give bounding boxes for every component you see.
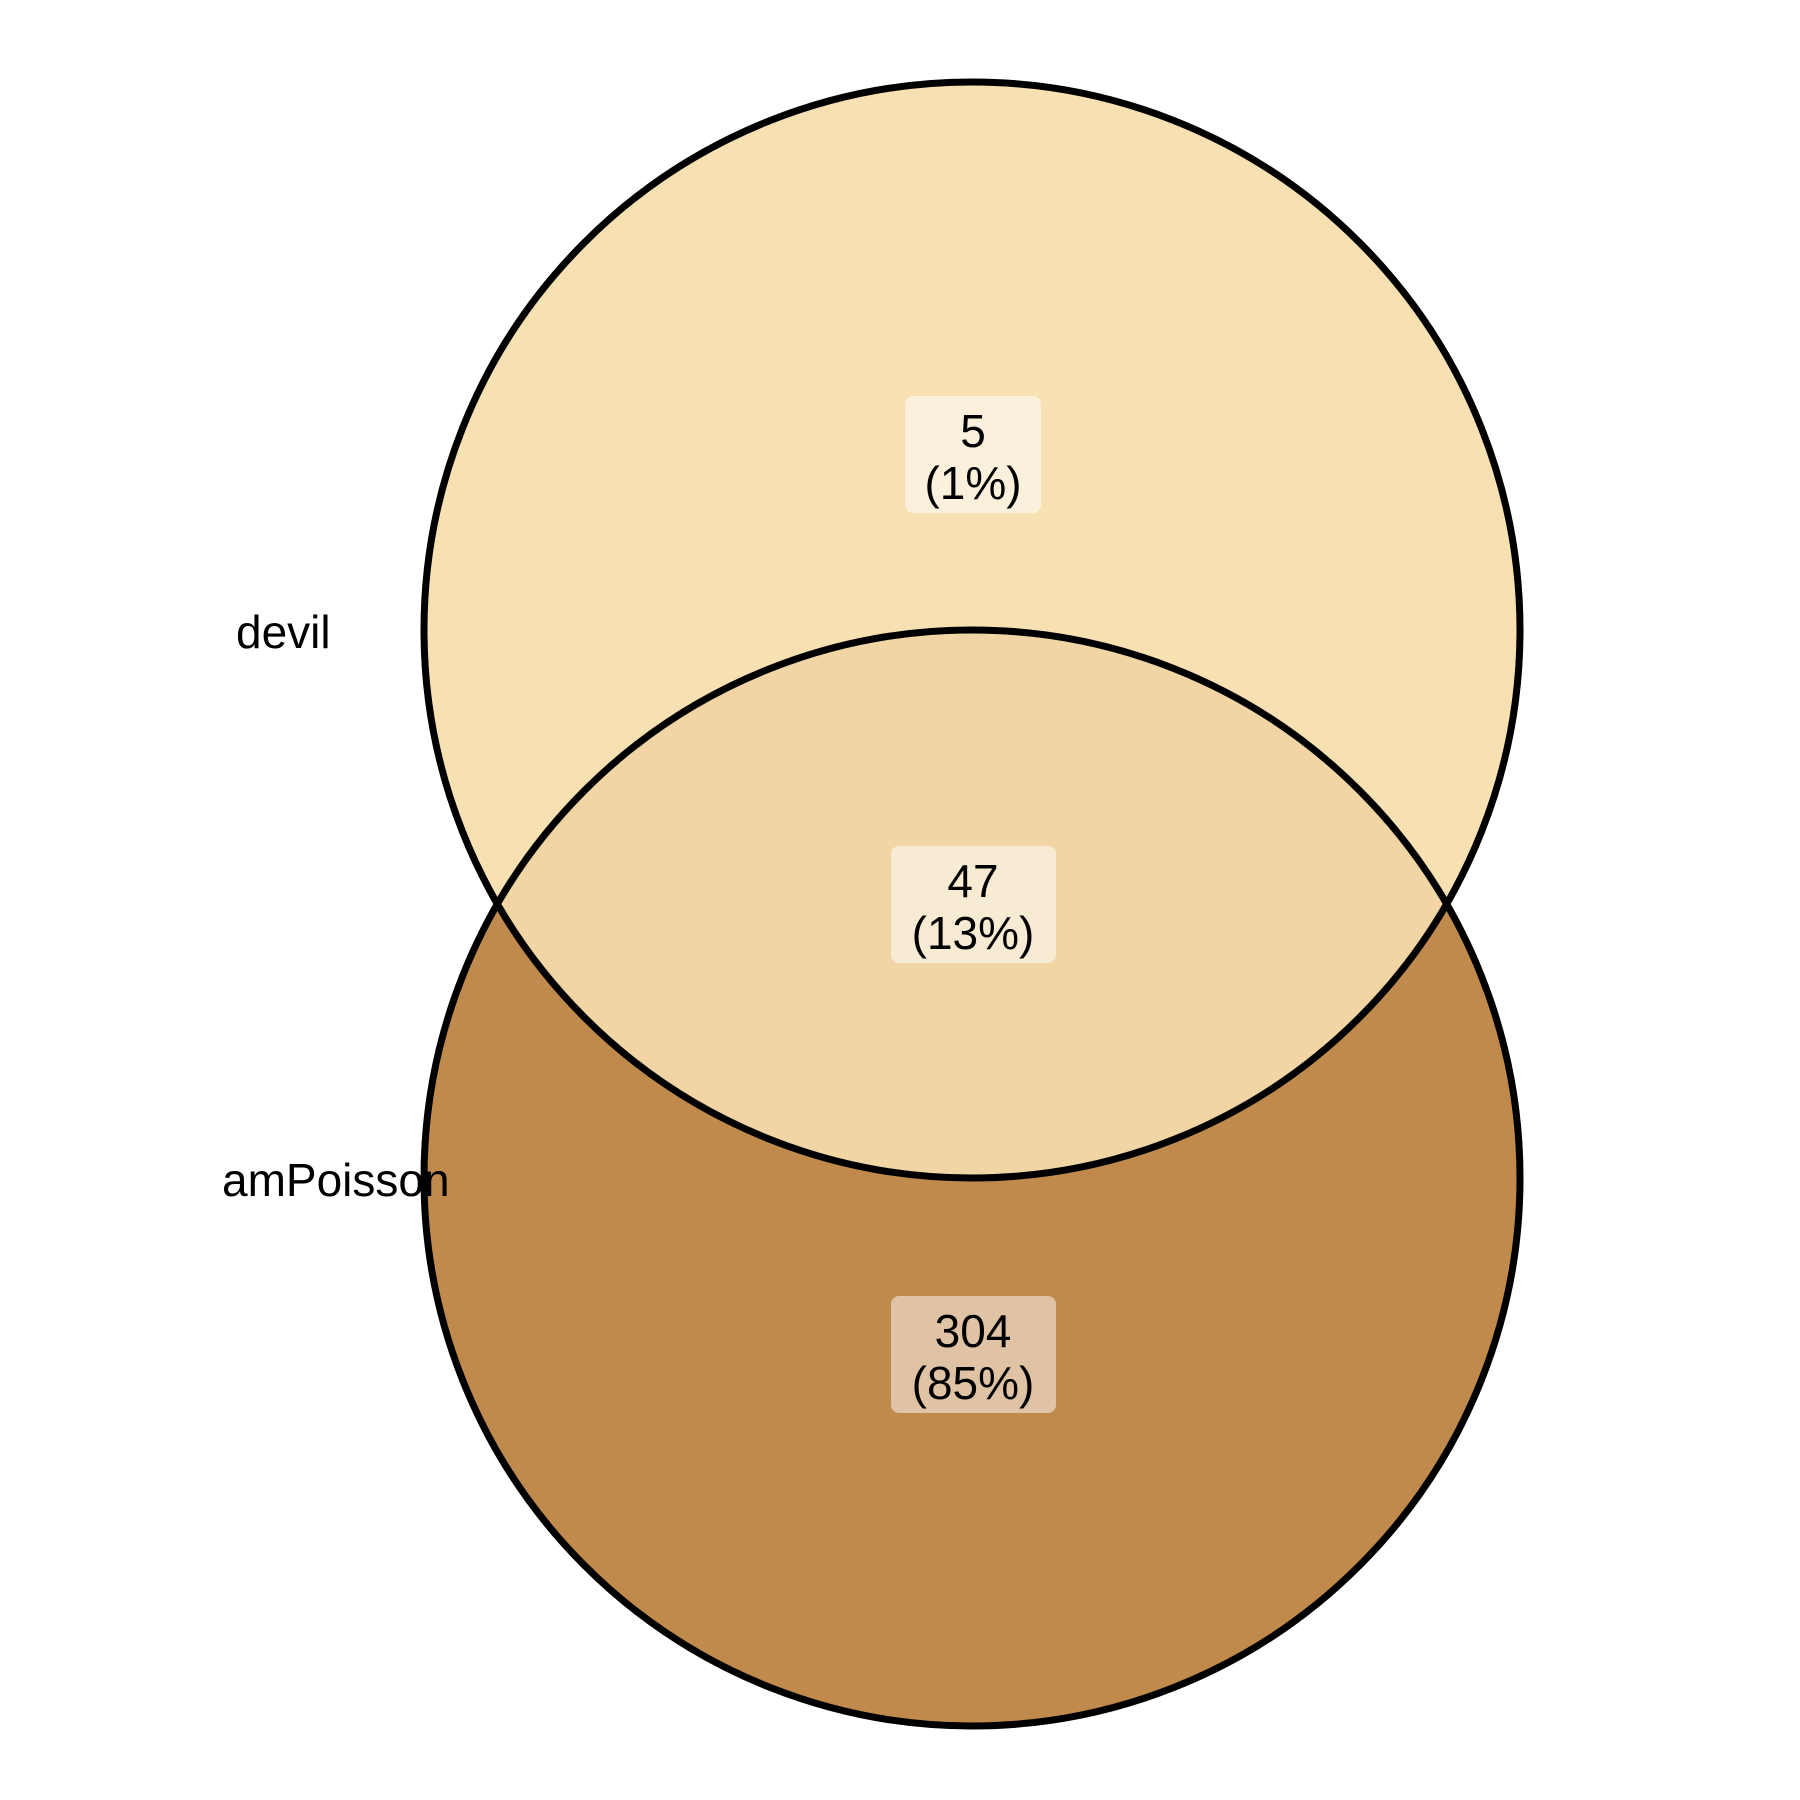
percent-both: (13%): [912, 907, 1035, 959]
count-ampoisson-only: 304: [935, 1305, 1012, 1357]
count-devil-only: 5: [960, 405, 986, 457]
devil-outline: [420, 78, 1524, 1182]
region-devil-only: 5 (1%): [905, 396, 1041, 513]
percent-devil-only: (1%): [924, 457, 1021, 509]
region-both: 47 (13%): [891, 846, 1056, 963]
count-both: 47: [947, 855, 998, 907]
set-label-devil: devil: [236, 606, 331, 658]
count-box-devil-only: [905, 396, 1041, 513]
region-ampoisson-only: 304 (85%): [891, 1296, 1056, 1413]
intersection-region: [424, 630, 1520, 1178]
set-label-ampoisson: amPoisson: [222, 1154, 450, 1206]
percent-ampoisson-only: (85%): [912, 1357, 1035, 1409]
count-box-ampoisson-only: [891, 1296, 1056, 1413]
count-box-both: [891, 846, 1056, 963]
ampoisson-outline: [420, 626, 1524, 1730]
